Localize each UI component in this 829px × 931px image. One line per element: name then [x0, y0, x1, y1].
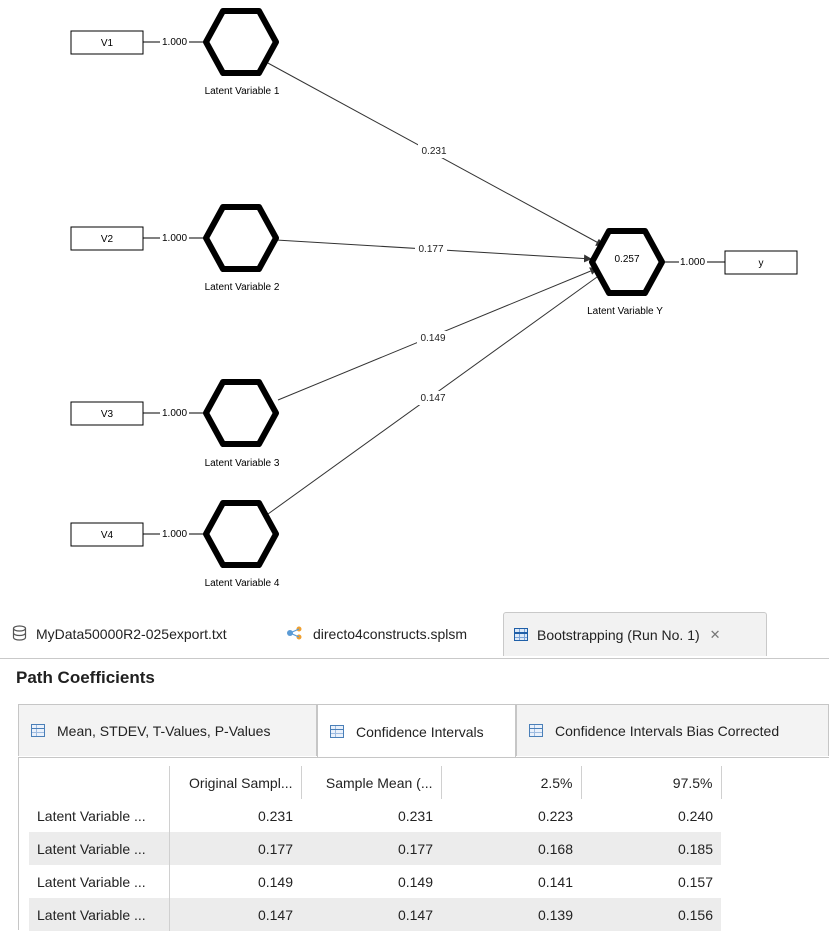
path-coef-2: 0.177	[418, 244, 443, 255]
table-cell: 0.147	[169, 898, 301, 931]
structural-paths	[265, 61, 605, 515]
column-header[interactable]: 97.5%	[581, 766, 722, 799]
tab-label: Mean, STDEV, T-Values, P-Values	[57, 722, 271, 739]
latent-label: Latent Variable 3	[205, 458, 280, 469]
indicator-box-y[interactable]	[724, 250, 798, 275]
tab-mean-stdev[interactable]: Mean, STDEV, T-Values, P-Values	[18, 704, 317, 756]
tab-ci-bias-corrected[interactable]: Confidence Intervals Bias Corrected	[516, 704, 829, 756]
loading-label: 1.000	[680, 257, 705, 268]
path-coef-3: 0.149	[420, 333, 445, 344]
column-header[interactable]	[29, 766, 170, 799]
table-cell: 0.141	[537, 873, 573, 890]
path-model-diagram: 0.231 0.177 0.149 0.147 V1 1.000 Latent …	[70, 8, 798, 589]
latent-hexagon-y[interactable]	[589, 228, 665, 296]
database-icon	[12, 624, 27, 644]
table-icon	[31, 724, 45, 737]
construct-3[interactable]: V3 1.000 Latent Variable 3	[70, 379, 280, 469]
table-cell: 0.156	[581, 898, 721, 931]
loading-label: 1.000	[162, 408, 187, 419]
column-header[interactable]: Original Sampl...	[169, 766, 302, 799]
tab-label: Confidence Intervals	[356, 723, 484, 740]
table-row[interactable]: Latent Variable ... 0.147 0.147 0.139 0.…	[29, 898, 721, 931]
section-title: Path Coefficients	[16, 668, 155, 687]
tab-confidence-intervals[interactable]: Confidence Intervals	[317, 704, 516, 758]
table-cell: 0.147	[301, 898, 441, 931]
indicator-label: y	[759, 258, 764, 269]
path-coef-1: 0.231	[421, 146, 446, 157]
table-header-row: Original Sampl... Sample Mean (... 2.5% …	[29, 766, 722, 799]
tab-label: Confidence Intervals Bias Corrected	[555, 722, 780, 739]
tab-model-file[interactable]: directo4constructs.splsm	[286, 612, 467, 656]
table-row[interactable]: Latent Variable ... 0.149 0.149 0.141 0.…	[29, 865, 721, 898]
confidence-interval-table: Original Sampl... Sample Mean (... 2.5% …	[29, 766, 722, 931]
indicator-label: V1	[101, 38, 114, 49]
row-label: Latent Variable ...	[29, 832, 170, 865]
table-cell: 0.231	[397, 807, 433, 824]
table-icon	[529, 724, 543, 737]
row-label: Latent Variable ...	[29, 799, 170, 832]
construct-2[interactable]: V2 1.000 Latent Variable 2	[70, 204, 280, 293]
tab-baseline	[18, 757, 829, 758]
table-cell: 0.149	[397, 873, 433, 890]
table-row[interactable]: Latent Variable ... 0.231 0.231 0.223 0.…	[29, 799, 721, 832]
construct-y[interactable]: 0.257 Latent Variable Y 1.000 y	[587, 228, 798, 317]
table-cell: 0.223	[537, 807, 573, 824]
table-cell: 0.168	[441, 832, 581, 865]
table-cell: 0.149	[257, 873, 293, 890]
column-header[interactable]: 2.5%	[441, 766, 582, 799]
row-label: Latent Variable ...	[29, 898, 170, 931]
latent-hexagon[interactable]	[203, 500, 279, 568]
table-cell: 0.231	[257, 807, 293, 824]
tab-label: directo4constructs.splsm	[313, 626, 468, 642]
loading-label: 1.000	[162, 37, 187, 48]
table-cell: 0.240	[677, 807, 713, 824]
column-header[interactable]: Sample Mean (...	[301, 766, 442, 799]
editor-tab-bar: MyData50000R2-025export.txt directo4cons…	[0, 606, 829, 659]
latent-label: Latent Variable 4	[205, 578, 280, 589]
close-icon[interactable]: ✕	[709, 626, 721, 642]
loading-label: 1.000	[162, 233, 187, 244]
tab-label: MyData50000R2-025export.txt	[36, 626, 227, 642]
construct-4[interactable]: V4 1.000 Latent Variable 4	[70, 500, 280, 589]
construct-1[interactable]: V1 1.000 Latent Variable 1	[70, 8, 280, 97]
latent-label: Latent Variable Y	[587, 306, 663, 317]
latent-label: Latent Variable 1	[205, 86, 280, 97]
table-icon	[330, 725, 344, 738]
indicator-label: V3	[101, 409, 114, 420]
latent-hexagon[interactable]	[203, 379, 279, 447]
table-cell: 0.177	[301, 832, 441, 865]
indicator-label: V4	[101, 530, 114, 541]
result-tab-bar: Mean, STDEV, T-Values, P-Values Confiden…	[18, 704, 829, 758]
table-row[interactable]: Latent Variable ... 0.177 0.177 0.168 0.…	[29, 832, 721, 865]
tab-label: Bootstrapping (Run No. 1)	[537, 626, 700, 643]
table-cell: 0.177	[169, 832, 301, 865]
table-cell: 0.157	[677, 873, 713, 890]
path-coef-4: 0.147	[420, 393, 445, 404]
table-cell: 0.185	[581, 832, 721, 865]
latent-hexagon[interactable]	[203, 204, 279, 272]
panel-border	[18, 757, 19, 930]
model-icon	[286, 625, 304, 644]
tab-data-file[interactable]: MyData50000R2-025export.txt	[12, 612, 227, 656]
r-squared-label: 0.257	[614, 254, 639, 265]
row-label: Latent Variable ...	[29, 865, 170, 898]
table-icon	[514, 628, 528, 641]
table-cell: 0.139	[441, 898, 581, 931]
latent-label: Latent Variable 2	[205, 282, 280, 293]
loading-label: 1.000	[162, 529, 187, 540]
indicator-label: V2	[101, 234, 114, 245]
latent-hexagon[interactable]	[203, 8, 279, 76]
tab-bootstrapping[interactable]: Bootstrapping (Run No. 1) ✕	[503, 612, 767, 656]
